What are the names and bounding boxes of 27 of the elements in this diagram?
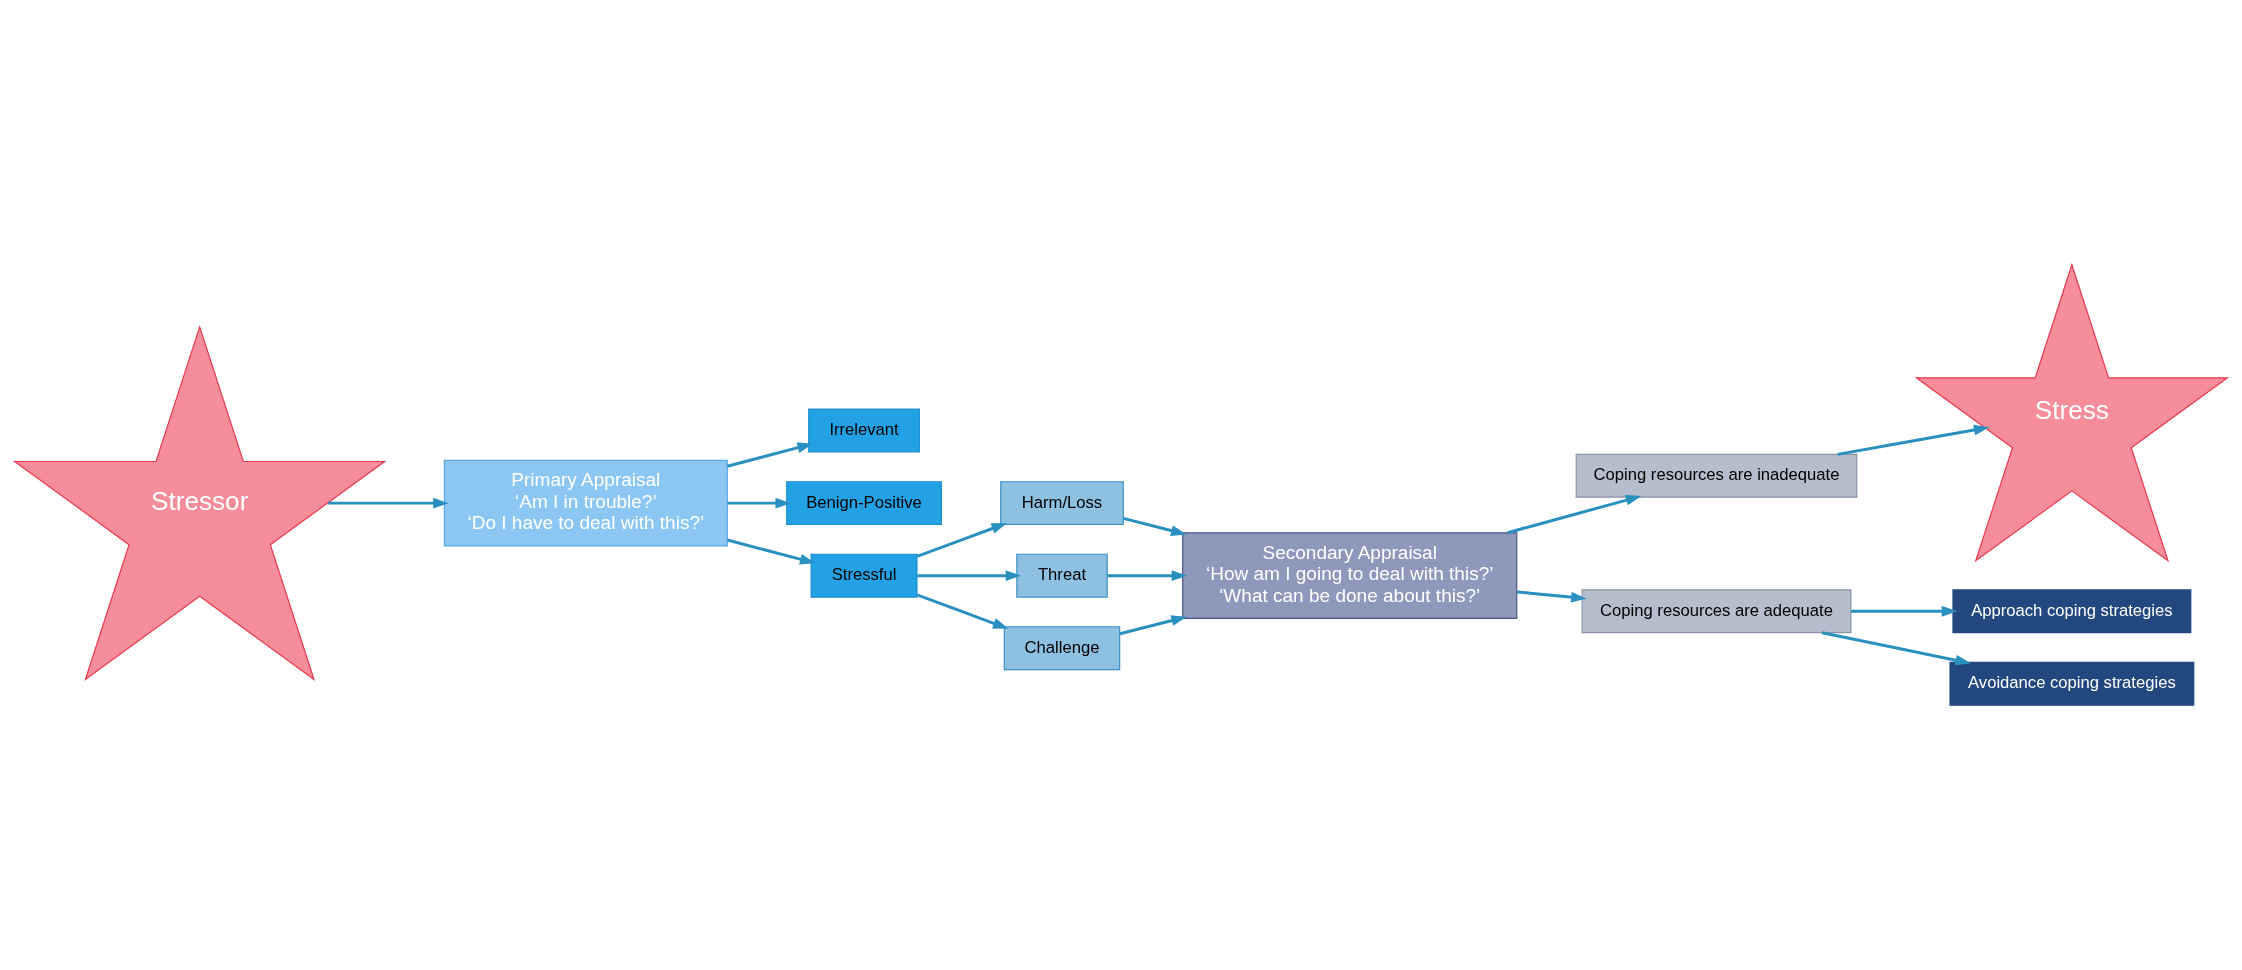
arrow	[1516, 590, 1587, 603]
arrow	[1821, 631, 1971, 666]
node-box: Threat	[1016, 553, 1108, 598]
arrow	[1123, 517, 1187, 536]
arrow	[727, 497, 791, 509]
arrow	[916, 593, 1009, 629]
arrow	[1107, 570, 1188, 582]
node-box: Irrelevant	[808, 408, 920, 453]
arrow	[1851, 605, 1958, 617]
node-box: Secondary Appraisal ‘How am I going to deal with this?’ ‘What can be done about this?’	[1182, 532, 1518, 620]
node-box: Benign-Positive	[786, 481, 942, 526]
node-box: Harm/Loss	[1000, 481, 1124, 526]
arrow	[328, 497, 449, 509]
arrow	[1119, 615, 1187, 636]
arrow	[917, 570, 1022, 582]
node-box: Approach coping strategies	[1952, 589, 2192, 634]
node-box: Primary Appraisal ‘Am I in trouble?’ ‘Do I have to deal with this?’	[443, 459, 728, 547]
arrow	[727, 538, 816, 565]
arrow	[1507, 494, 1642, 535]
node-box: Challenge	[1003, 626, 1121, 671]
node-box: Stressful	[810, 553, 918, 598]
node-box: Coping resources are inadequate	[1575, 453, 1858, 498]
arrow	[916, 523, 1007, 558]
node-box: Coping resources are adequate	[1581, 589, 1852, 634]
arrow	[727, 442, 813, 468]
node-box: Avoidance coping strategies	[1949, 661, 2195, 706]
arrow	[1837, 424, 1990, 456]
